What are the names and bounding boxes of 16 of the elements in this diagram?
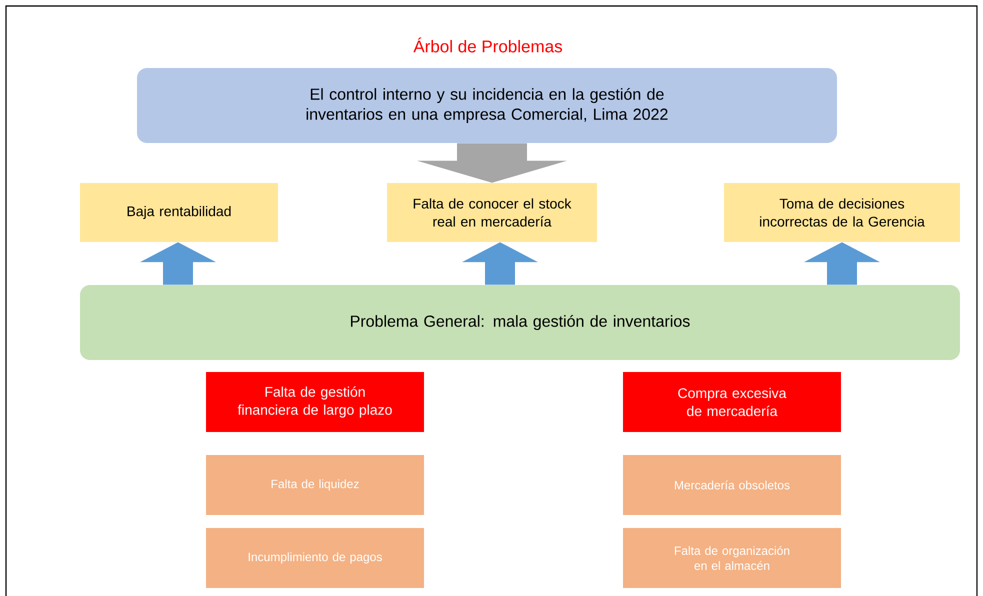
sub-cause-box: Mercadería obsoletos: [623, 454, 841, 515]
cause-box: Falta de gestión financiera de largo plazo: [206, 372, 424, 432]
block-arrow: [804, 242, 880, 285]
effect-box: Baja rentabilidad: [80, 183, 278, 242]
sub-cause-box: Falta de liquidez: [206, 454, 424, 515]
effect-box: Toma de decisiones incorrectas de la Gerencia: [724, 183, 960, 242]
problem-box: Problema General: mala gestión de inventarios: [80, 285, 960, 360]
effect-box: Falta de conocer el stock real en mercadería: [387, 183, 597, 242]
sub-cause-box: Incumplimiento de pagos: [206, 528, 424, 588]
sub-cause-box: Falta de organización en el almacén: [623, 528, 841, 588]
cause-box: Compra excesiva de mercadería: [623, 372, 841, 432]
block-arrow: [417, 143, 567, 183]
diagram-title: Árbol de Problemas: [413, 38, 562, 52]
block-arrow: [462, 242, 538, 285]
block-arrow: [140, 242, 216, 285]
title-box: El control interno y su incidencia en la gestión de inventarios en una empresa Comercial, Lima 2022: [137, 68, 837, 143]
